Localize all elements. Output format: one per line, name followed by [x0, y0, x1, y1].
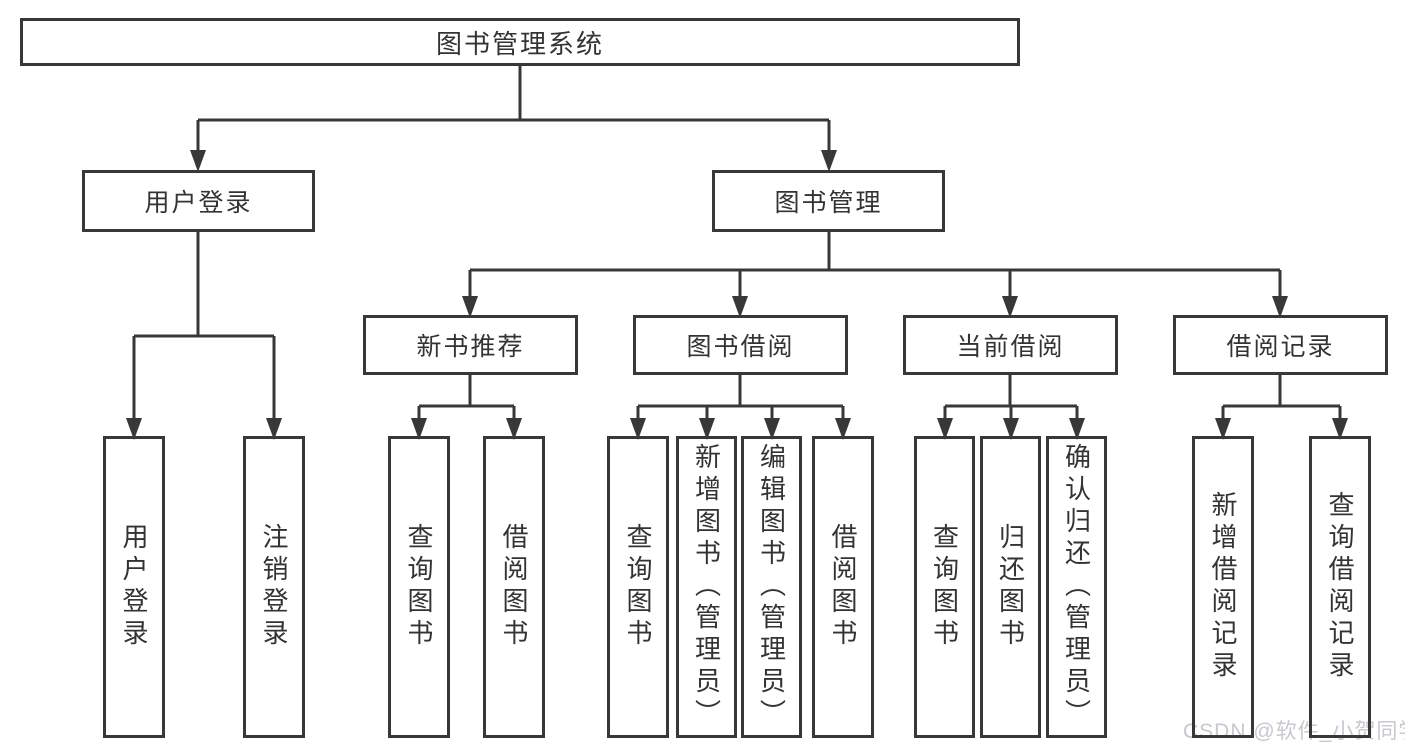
node-user-login: 用户登录 — [82, 170, 315, 232]
leaf-cb-query-book: 查询图书 — [914, 436, 975, 738]
leaf-bb-edit-book-admin: 编辑图书（管理员） — [741, 436, 802, 738]
leaf-nb-query-book: 查询图书 — [388, 436, 450, 738]
leaf-br-query-record-label: 查询借阅记录 — [1325, 491, 1355, 683]
leaf-cb-confirm-return-admin: 确认归还（管理员） — [1046, 436, 1107, 738]
leaf-logout-label: 注销登录 — [259, 523, 289, 651]
leaf-user-login-label: 用户登录 — [119, 523, 149, 651]
leaf-bb-edit-book-admin-label: 编辑图书（管理员） — [756, 443, 787, 731]
leaf-br-add-record: 新增借阅记录 — [1192, 436, 1254, 738]
leaf-bb-add-book-admin: 新增图书（管理员） — [676, 436, 737, 738]
leaf-br-query-record: 查询借阅记录 — [1309, 436, 1371, 738]
leaf-nb-borrow-book: 借阅图书 — [483, 436, 545, 738]
leaf-cb-return-book: 归还图书 — [980, 436, 1041, 738]
leaf-nb-query-book-label: 查询图书 — [404, 523, 434, 651]
leaf-logout: 注销登录 — [243, 436, 305, 738]
node-book-borrow: 图书借阅 — [633, 315, 848, 375]
leaf-bb-query-book: 查询图书 — [607, 436, 669, 738]
node-root-label: 图书管理系统 — [435, 28, 604, 59]
node-new-book-recommend-label: 新书推荐 — [416, 333, 525, 361]
leaf-bb-add-book-admin-label: 新增图书（管理员） — [691, 443, 722, 731]
node-borrow-record-label: 借阅记录 — [1226, 333, 1335, 361]
leaf-cb-return-book-label: 归还图书 — [995, 523, 1026, 651]
leaf-br-add-record-label: 新增借阅记录 — [1208, 491, 1238, 683]
leaf-nb-borrow-book-label: 借阅图书 — [499, 523, 529, 651]
leaf-cb-confirm-return-admin-label: 确认归还（管理员） — [1061, 443, 1092, 731]
node-book-borrow-label: 图书借阅 — [686, 333, 795, 361]
node-borrow-record: 借阅记录 — [1173, 315, 1388, 375]
node-current-borrow: 当前借阅 — [903, 315, 1118, 375]
node-root: 图书管理系统 — [20, 18, 1020, 66]
leaf-user-login: 用户登录 — [103, 436, 165, 738]
node-new-book-recommend: 新书推荐 — [363, 315, 578, 375]
node-current-borrow-label: 当前借阅 — [956, 333, 1065, 361]
leaf-cb-query-book-label: 查询图书 — [929, 523, 960, 651]
leaf-bb-borrow-book-label: 借阅图书 — [828, 523, 858, 651]
node-book-management: 图书管理 — [712, 170, 945, 232]
leaf-bb-query-book-label: 查询图书 — [623, 523, 653, 651]
leaf-bb-borrow-book: 借阅图书 — [812, 436, 874, 738]
node-book-management-label: 图书管理 — [774, 189, 883, 217]
node-user-login-label: 用户登录 — [144, 189, 253, 217]
